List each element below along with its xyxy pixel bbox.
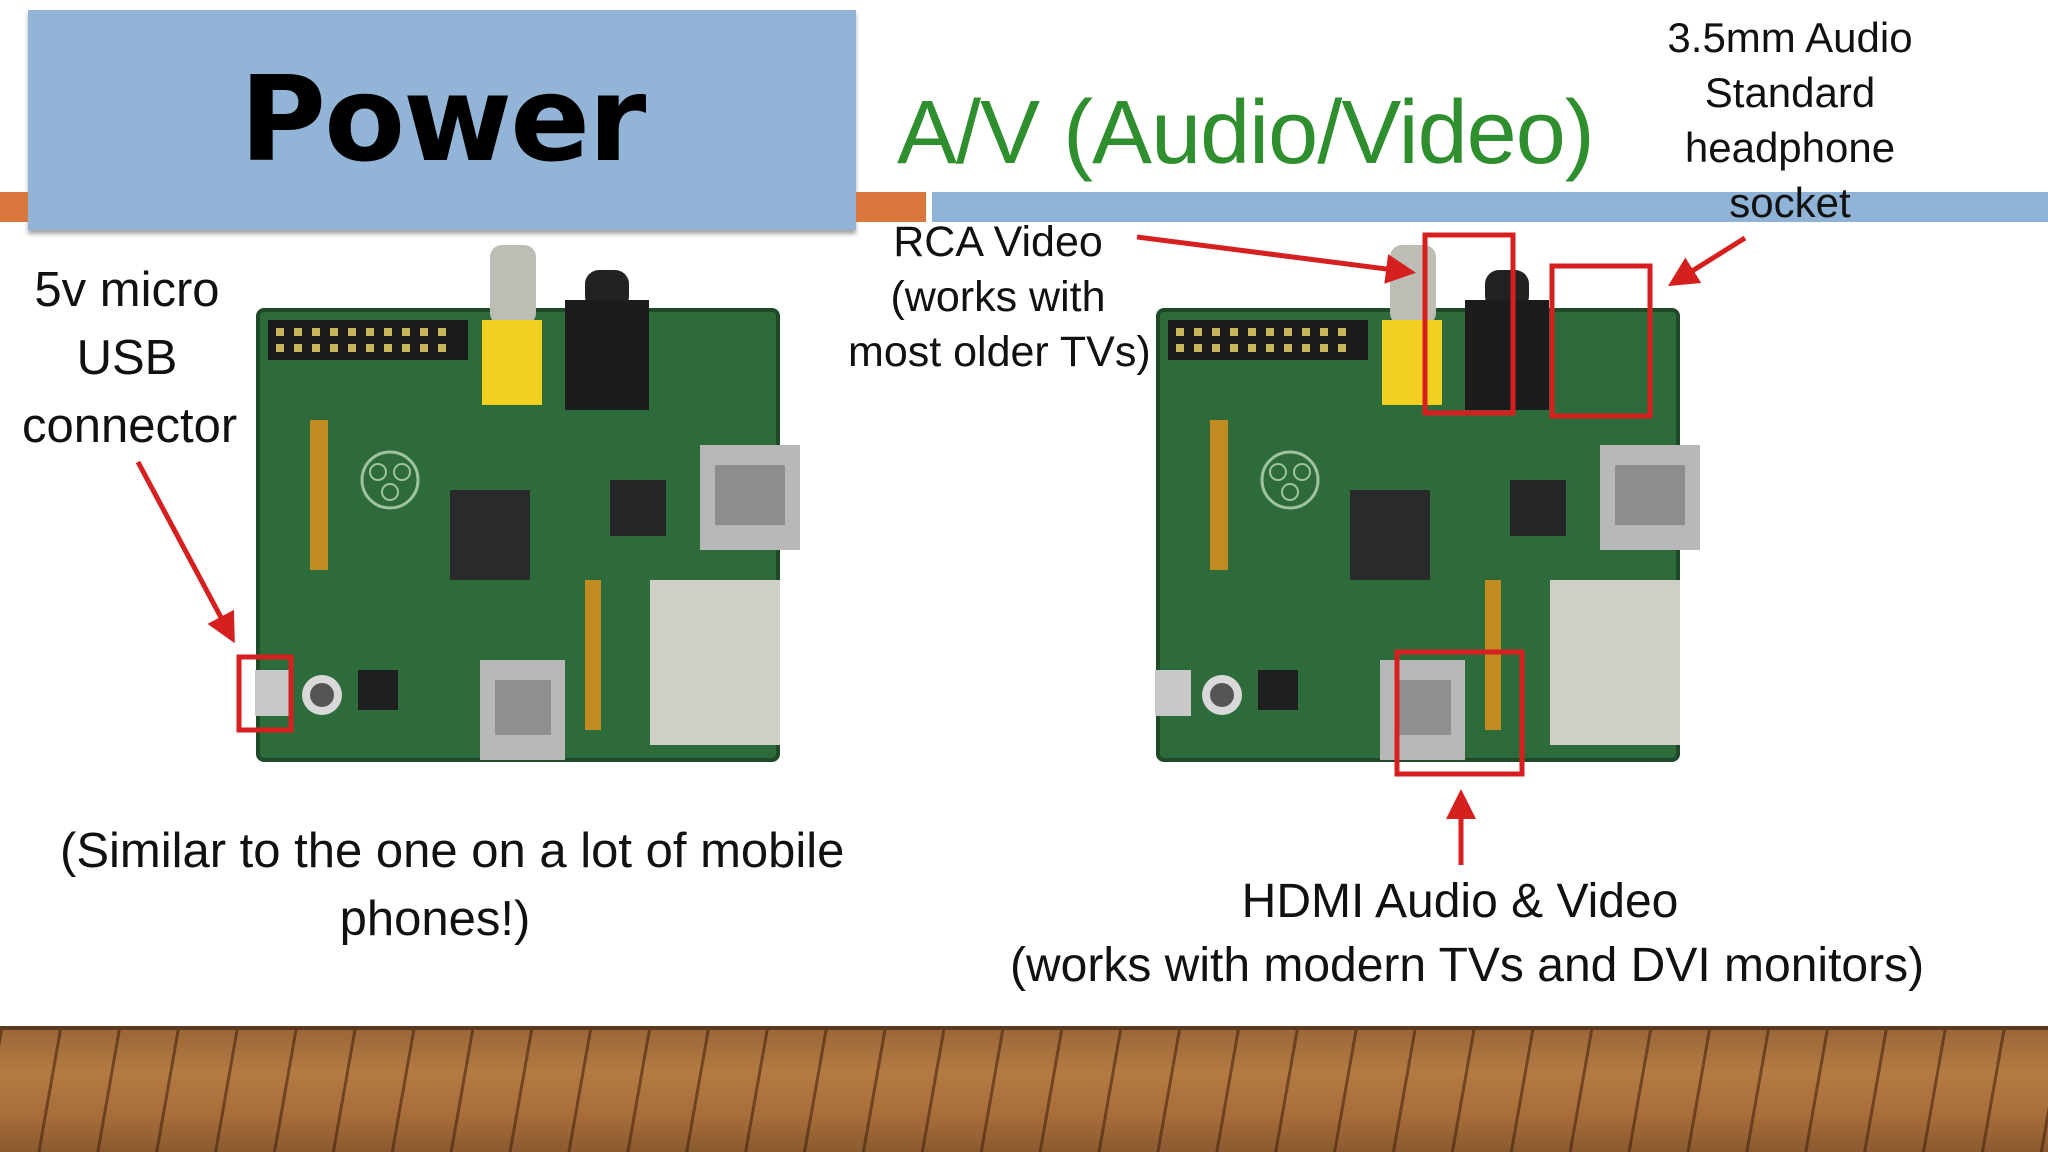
diagram-graphics <box>0 0 2048 1030</box>
rca-arrow-icon <box>1137 237 1410 272</box>
raspberry-pi-board-left <box>255 245 800 760</box>
audio-arrow-icon <box>1673 238 1745 283</box>
wood-floor-decoration <box>0 1030 2048 1152</box>
usb-arrow-icon <box>138 462 232 638</box>
